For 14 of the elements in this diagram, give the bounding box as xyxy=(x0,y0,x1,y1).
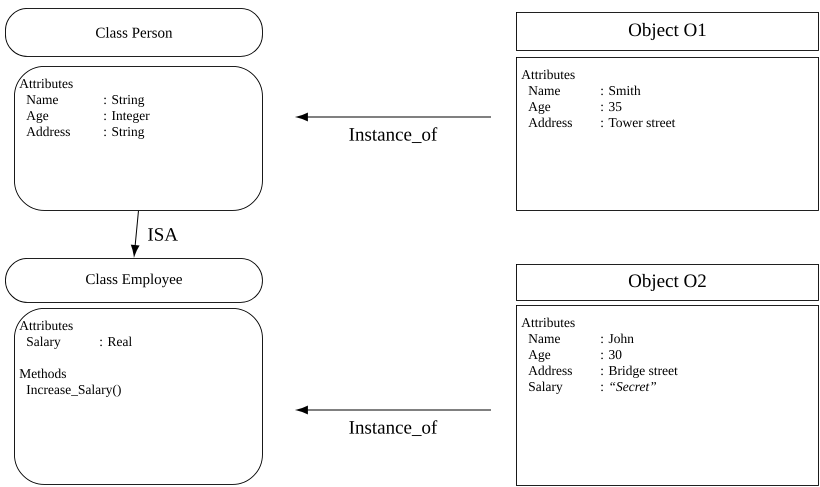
edge-label: ISA xyxy=(148,228,178,241)
arrow xyxy=(296,406,492,414)
attribute-box: Attributes Name : John Age : 30 Address : Bridge street Salary : “Secret” xyxy=(516,305,819,486)
attribute-box: Attributes Salary : Real Methods Increase_Salary() xyxy=(14,308,263,485)
attribute-box: Attributes Name : Smith Age : 35 Address : Tower street xyxy=(516,57,819,211)
attribute-box: Attributes Name : String Age : Integer Address : String xyxy=(14,66,263,211)
object-header: Object O2 xyxy=(516,264,819,301)
object-header: Object O1 xyxy=(516,12,819,51)
edge-label: Instance_of xyxy=(349,420,438,436)
arrow xyxy=(296,112,492,122)
arrow xyxy=(131,210,140,256)
class-header: Class Employee xyxy=(5,258,263,303)
class-header: Class Person xyxy=(5,8,263,57)
edge-label: Instance_of xyxy=(349,127,438,144)
